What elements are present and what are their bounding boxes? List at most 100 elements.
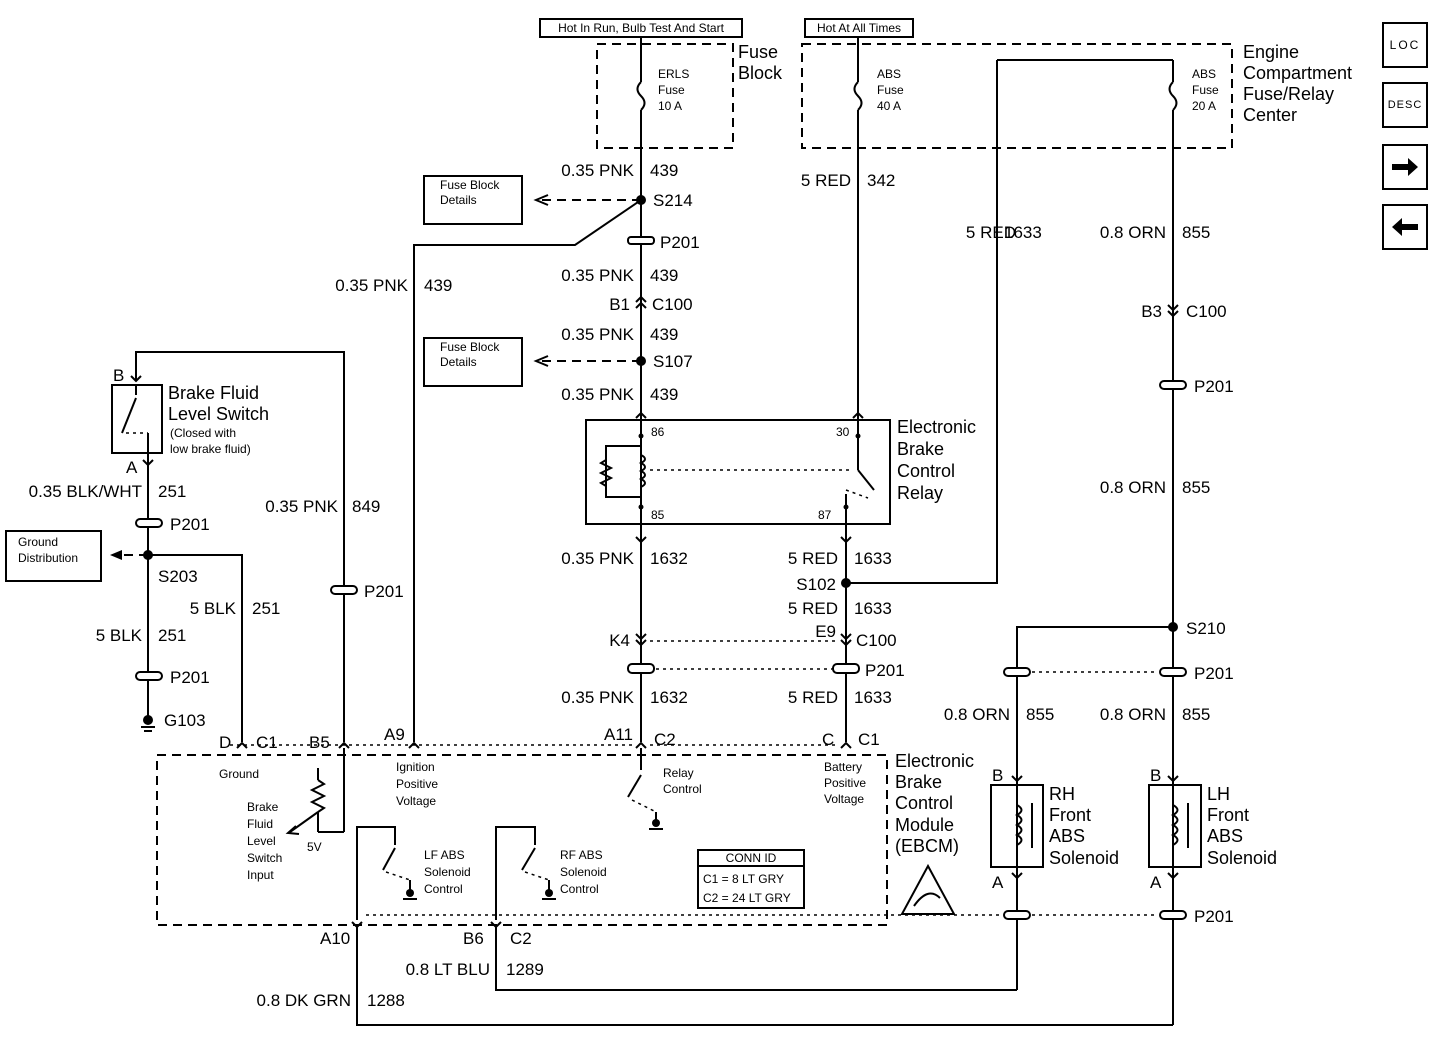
- wire-439-color-4: 0.35 PNK: [561, 385, 634, 404]
- ebcm-pin-a10: A10: [320, 929, 350, 948]
- ebcm-label-3: Control: [895, 793, 953, 813]
- wire-251-blk-circuit: 251: [252, 599, 280, 618]
- loc-button[interactable]: LOC: [1382, 22, 1428, 68]
- wire-439-branch-color: 0.35 PNK: [335, 276, 408, 295]
- prev-button[interactable]: [1382, 204, 1428, 250]
- arrow-right-icon: [1392, 158, 1418, 176]
- rh-solenoid-coil-icon: [1014, 804, 1023, 846]
- relay-pin-30: 30: [836, 425, 850, 439]
- pin-k4: K4: [609, 631, 630, 650]
- wire-439-circuit-4: 439: [650, 385, 678, 404]
- erls-fuse-label-2: Fuse: [658, 83, 685, 97]
- lh-pin-b: B: [1150, 766, 1161, 785]
- ebcm-c2-top: C2: [654, 730, 676, 749]
- loc-label: LOC: [1389, 38, 1421, 52]
- abs20-fuse-icon: [1168, 81, 1178, 111]
- lh-sol-label-3: ABS: [1207, 826, 1243, 846]
- abs40-fuse-icon: [853, 81, 863, 111]
- abs20-fuse-label-2: Fuse: [1192, 83, 1219, 97]
- lh-solenoid-coil-icon: [1170, 804, 1179, 846]
- wire-439-color: 0.35 PNK: [561, 161, 634, 180]
- wire-251-blk-color-2: 5 BLK: [96, 626, 143, 645]
- wire-1633-color-2: 5 RED: [788, 599, 838, 618]
- wire-1288-color: 0.8 DK GRN: [257, 991, 351, 1010]
- ebcm-bfls-input-2: Fluid: [247, 817, 273, 831]
- ebcm-ign-2: Positive: [396, 777, 438, 791]
- rh-sol-label-1: RH: [1049, 784, 1075, 804]
- abs40-fuse-label-2: Fuse: [877, 83, 904, 97]
- relay-diode-resistor-icon: [598, 459, 614, 487]
- bfls-note-2: low brake fluid): [170, 442, 251, 456]
- ebcm-label-4: Module: [895, 815, 954, 835]
- relay-pin-86: 86: [651, 425, 665, 439]
- wire-439-circuit-2: 439: [650, 266, 678, 285]
- wire-855-rh-circuit: 855: [1026, 705, 1054, 724]
- wire-855-lh-circuit: 855: [1182, 705, 1210, 724]
- wire-251-blk-circuit-2: 251: [158, 626, 186, 645]
- ebcm-label-5: (EBCM): [895, 836, 959, 856]
- ebcm-bfls-input-3: Level: [247, 834, 276, 848]
- wire-439-color-2: 0.35 PNK: [561, 266, 634, 285]
- ebcm-bfls-input-1: Brake: [247, 800, 279, 814]
- wire-1632-color: 0.35 PNK: [561, 549, 634, 568]
- fuse-block-details-box-1[interactable]: [423, 175, 523, 225]
- ebcm-relay-ctrl-1: Relay: [663, 766, 694, 780]
- ebcm-5v-label: 5V: [307, 840, 322, 854]
- esd-warning-icon: [900, 863, 956, 915]
- wire-1289-circuit: 1289: [506, 960, 544, 979]
- p201-label-5: P201: [1194, 907, 1234, 926]
- pin-b3: B3: [1141, 302, 1162, 321]
- conn-id-box: [697, 849, 805, 909]
- bfls-switch-icon: [121, 397, 137, 434]
- p201-label-2: P201: [865, 661, 905, 680]
- ebcm-label-2: Brake: [895, 772, 942, 792]
- ecfrc-label-1: Engine: [1243, 42, 1299, 62]
- rf-control-2: Solenoid: [560, 865, 607, 879]
- wire-439-color-3: 0.35 PNK: [561, 325, 634, 344]
- wire-855-lh-color: 0.8 ORN: [1100, 705, 1166, 724]
- wire-1633-circuit-3: 1633: [854, 688, 892, 707]
- bfls-pin-a: A: [126, 458, 138, 477]
- ecfrc-label-4: Center: [1243, 105, 1297, 125]
- splice-s102-label: S102: [796, 575, 836, 594]
- ebcm-pin-d: D: [219, 733, 231, 752]
- abs40-fuse-rating: 40 A: [877, 99, 901, 113]
- splice-s203-label: S203: [158, 567, 198, 586]
- fuse-block-details-2-line2: Details: [440, 355, 477, 369]
- fuse-block-box: [596, 43, 734, 149]
- lh-sol-label-4: Solenoid: [1207, 848, 1277, 868]
- wire-1632-color-2: 0.35 PNK: [561, 688, 634, 707]
- rf-control-3: Control: [560, 882, 599, 896]
- ground-distribution-box[interactable]: [5, 530, 102, 582]
- fuse-block-details-1-line2: Details: [440, 193, 477, 207]
- ecfrc-box: [801, 43, 1233, 149]
- desc-button[interactable]: DESC: [1382, 82, 1428, 128]
- erls-fuse-icon: [636, 81, 646, 111]
- rf-control-switch-icon: [521, 847, 536, 871]
- next-button[interactable]: [1382, 144, 1428, 190]
- c100-label-3: C100: [1186, 302, 1227, 321]
- ebcm-label-1: Electronic: [895, 751, 974, 771]
- p201-label-8: P201: [364, 582, 404, 601]
- lf-control-2: Solenoid: [424, 865, 471, 879]
- c100-label-2: C100: [856, 631, 897, 650]
- wire-1633-circuit: 1633: [854, 549, 892, 568]
- ebcm-batt-2: Positive: [824, 776, 866, 790]
- wire-1633-color: 5 RED: [788, 549, 838, 568]
- lf-control-switch-icon: [382, 847, 396, 871]
- p201-label-1: P201: [660, 233, 700, 252]
- fuse-block-details-box-2[interactable]: [423, 337, 523, 387]
- splice-s107-label: S107: [653, 352, 693, 371]
- rh-sol-label-4: Solenoid: [1049, 848, 1119, 868]
- lh-sol-label-2: Front: [1207, 805, 1249, 825]
- rh-pin-b: B: [992, 766, 1003, 785]
- erls-fuse-rating: 10 A: [658, 99, 682, 113]
- fuse-block-label-1: Fuse: [738, 42, 778, 62]
- rh-pin-a: A: [992, 873, 1004, 892]
- ebcm-c1-right: C1: [858, 730, 880, 749]
- relay-pin-87: 87: [818, 508, 832, 522]
- ebcm-box: [156, 754, 888, 926]
- bfls-label-2: Level Switch: [168, 404, 269, 424]
- ebcm-pin-a9: A9: [384, 725, 405, 744]
